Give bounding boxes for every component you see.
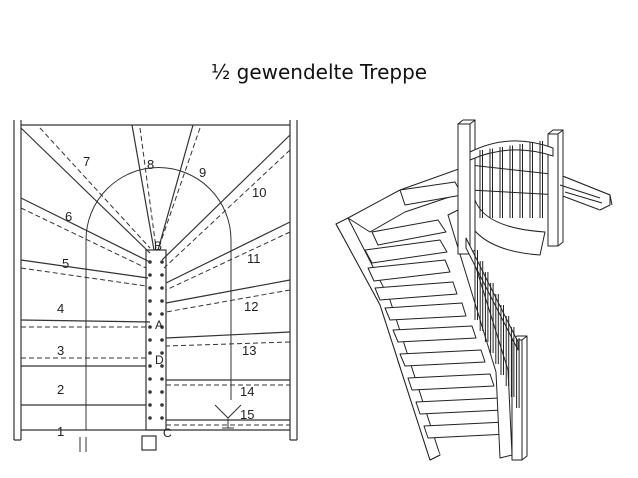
baluster [500,305,504,375]
baluster-dot [160,377,164,381]
baluster-dot [160,299,164,303]
step-number-6: 6 [65,209,72,224]
walking-line-arc [85,167,232,430]
baluster [505,316,510,386]
baluster-dot [160,364,164,368]
stair-isometric-view [335,119,613,461]
step-number-14: 14 [240,384,254,399]
newel-post [145,249,167,431]
baluster-dot [160,273,164,277]
baluster-dot [160,312,164,316]
baluster [519,144,523,218]
baluster-dot [148,299,152,303]
dimension-tick [79,437,87,452]
baluster-dot [148,260,152,264]
baluster-dot [148,312,152,316]
baluster [479,150,483,218]
point-label-d: D [155,353,164,367]
baluster-dot [160,325,164,329]
baluster [484,272,489,342]
step-number-1: 1 [57,424,64,439]
step-number-10: 10 [252,185,266,200]
baluster-dot [148,364,152,368]
baluster-dot [148,286,152,290]
baluster [489,148,493,218]
step-number-7: 7 [83,154,90,169]
inner-stringer [447,209,513,459]
step-number-9: 9 [199,165,206,180]
baluster-dots [148,260,164,420]
baluster [516,338,520,408]
baluster-dot [160,260,164,264]
point-label-a: A [155,318,163,332]
baluster [490,283,494,353]
newel-foot [141,435,157,451]
step-number-12: 12 [244,299,258,314]
step-number-5: 5 [62,256,69,271]
baluster [495,294,499,364]
point-label-b: B [154,239,162,253]
step-number-11: 11 [247,251,261,266]
baluster-dot [160,351,164,355]
baluster-dot [148,390,152,394]
page-title: ½ gewendelte Treppe [210,60,428,84]
step-number-4: 4 [57,301,64,316]
step-number-13: 13 [242,343,256,358]
balusters [474,141,543,408]
baluster [474,250,478,320]
baluster-dot [148,338,152,342]
baluster [529,142,533,218]
step-number-15: 15 [240,407,254,422]
point-label-c: C [163,426,172,440]
step-number-2: 2 [57,382,64,397]
baluster-dot [148,403,152,407]
baluster-dot [160,286,164,290]
baluster-dot [148,416,152,420]
step-number-8: 8 [147,157,154,172]
step-number-3: 3 [57,343,64,358]
baluster-dot [148,377,152,381]
baluster-dot [148,273,152,277]
baluster [509,145,513,218]
baluster-dot [148,325,152,329]
stair-floor-plan: 1 2 3 4 5 6 7 8 9 10 11 12 13 14 15 B A … [13,120,298,452]
right-wall [289,120,298,440]
baluster-dot [160,403,164,407]
baluster [499,147,503,218]
left-wall [13,120,22,440]
baluster-dot [160,390,164,394]
step-arrow [214,404,242,429]
baluster [539,141,543,218]
baluster [479,261,484,331]
baluster [510,327,515,397]
baluster-dot [160,338,164,342]
newel-post-top-left [457,123,471,255]
baluster-dot [148,351,152,355]
baluster-dot [160,416,164,420]
